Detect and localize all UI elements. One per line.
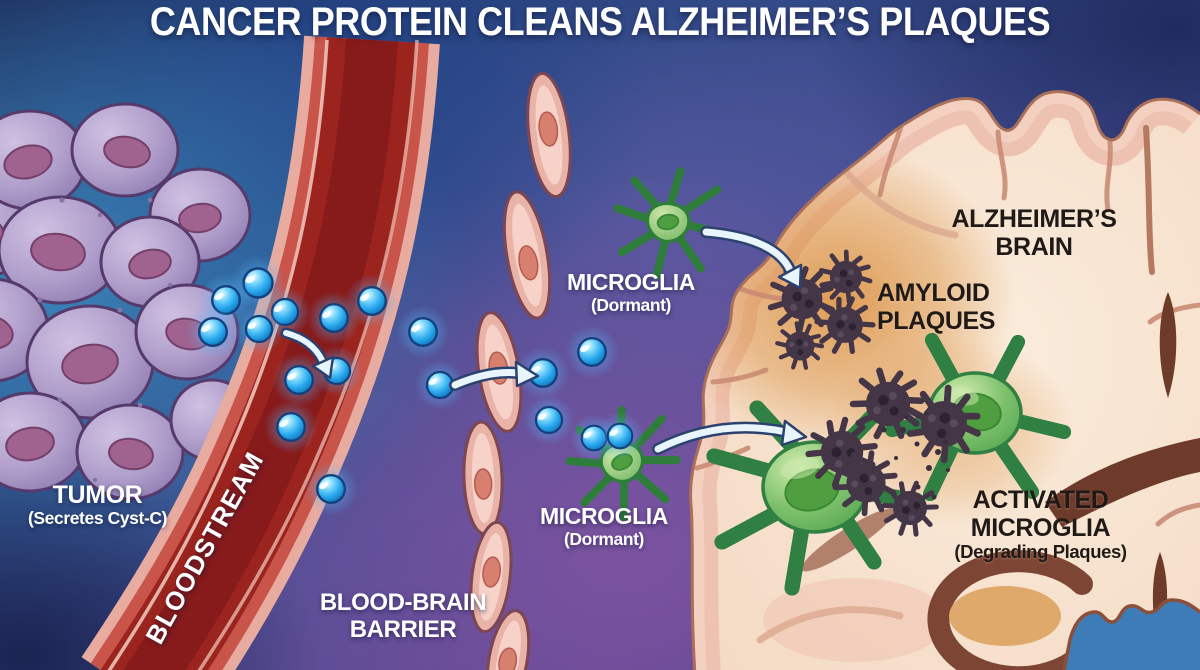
microglia-lower-subtitle: (Dormant) (563, 528, 644, 549)
hippocampus (927, 550, 1103, 670)
blood-brain-barrier-label: BLOOD-BRAIN BARRIER (303, 589, 503, 644)
microglia-upper-subtitle: (Dormant) (590, 294, 671, 315)
amy-line2: PLAQUES (877, 307, 996, 335)
plaque-debris-specks (881, 411, 950, 500)
microglia-upper-label: MICROGLIA (Dormant) (531, 269, 731, 315)
act-line1: ACTIVATED (972, 486, 1109, 514)
arrow-microglia-activation-icon (652, 419, 808, 455)
alzheimers-brain-label: ALZHEIMER’S BRAIN (934, 205, 1134, 261)
page-title: CANCER PROTEIN CLEANS ALZHEIMER’S PLAQUE… (149, 0, 1051, 44)
amy-line1: AMYLOID (877, 279, 990, 307)
bbb-line2: BARRIER (349, 615, 457, 643)
amyloid-plaques-label: AMYLOID PLAQUES (877, 279, 1077, 335)
activated-microglia-cells (706, 333, 1071, 596)
tumor-label-subtitle: (Secretes Cyst-C) (27, 508, 168, 528)
alzheimers-brain-section (689, 90, 1200, 670)
background-gap-bottom-right (1062, 598, 1200, 670)
arrow-tumor-to-bloodstream-icon (280, 327, 335, 380)
microglia-upper-title: MICROGLIA (567, 269, 695, 295)
arrow-microglia-into-brain-icon (700, 226, 803, 290)
tumor-label-title: TUMOR (52, 481, 143, 509)
dormant-microglia-upper (609, 163, 729, 283)
alz-line2: BRAIN (995, 233, 1073, 261)
act-subtitle: (Degrading Plaques) (954, 541, 1127, 562)
flow-arrows (280, 226, 808, 455)
alz-line1: ALZHEIMER’S (951, 205, 1117, 233)
arrow-cross-barrier-icon (449, 360, 540, 391)
activated-microglia-label: ACTIVATED MICROGLIA (Degrading Plaques) (938, 486, 1143, 563)
microglia-lower-title: MICROGLIA (540, 503, 668, 529)
bbb-line1: BLOOD-BRAIN (319, 589, 487, 616)
tumor-label: TUMOR (Secretes Cyst-C) (0, 481, 195, 529)
act-line2: MICROGLIA (970, 514, 1111, 542)
microglia-lower-label: MICROGLIA (Dormant) (504, 503, 704, 549)
